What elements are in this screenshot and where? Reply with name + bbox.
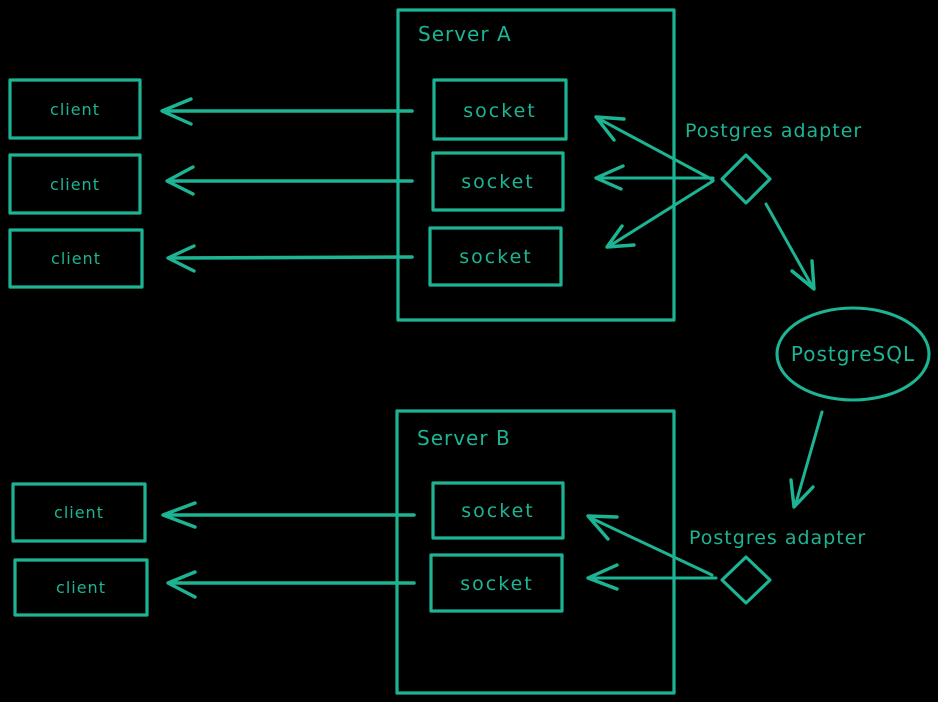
client-label: client xyxy=(50,175,100,194)
arrow-adapter-a-to-socket-a1 xyxy=(594,115,715,182)
client-label: client xyxy=(56,578,106,597)
postgres-adapter-b-diamond xyxy=(720,555,772,605)
postgresql-group: PostgreSQL xyxy=(775,306,931,402)
socket-label: socket xyxy=(463,100,536,122)
postgres-adapter-a-diamond xyxy=(720,153,772,205)
server-a-group: Server A socket socket socket xyxy=(396,8,676,322)
arrow-socket-b1-to-client-b1 xyxy=(161,501,416,529)
arrow-socket-b2-to-client-b2 xyxy=(166,570,416,599)
server-b-box xyxy=(395,409,676,695)
postgresql-label: PostgreSQL xyxy=(791,342,915,366)
socket-box xyxy=(431,481,565,540)
client-box xyxy=(11,482,147,543)
arrow-adapter-b-to-socket-b2 xyxy=(586,563,718,591)
server-a-title: Server A xyxy=(418,22,512,46)
postgres-adapter-b-label: Postgres adapter xyxy=(689,527,866,549)
socket-box xyxy=(429,553,564,613)
arrow-adapter-a-to-socket-a3 xyxy=(605,179,715,249)
client-label: client xyxy=(54,503,104,522)
socket-label: socket xyxy=(461,171,534,193)
arrow-postgresql-to-adapter-b xyxy=(789,410,824,509)
arrow-adapter-a-to-postgresql xyxy=(764,202,816,291)
socket-label: socket xyxy=(459,246,532,268)
socket-label: socket xyxy=(461,500,534,522)
client-box xyxy=(8,228,144,289)
socket-box xyxy=(431,151,565,212)
postgres-adapter-a-label: Postgres adapter xyxy=(685,120,862,142)
arrow-socket-a3-to-client-a3 xyxy=(166,244,414,273)
arrow-socket-a2-to-client-a2 xyxy=(165,165,414,196)
arrow-adapter-a-to-socket-a2 xyxy=(594,164,715,191)
arrow-socket-a1-to-client-a1 xyxy=(160,97,414,126)
socket-label: socket xyxy=(460,573,533,595)
postgresql-ellipse xyxy=(775,306,931,402)
postgres-adapter-a-group: Postgres adapter xyxy=(685,120,862,205)
client-box xyxy=(13,558,149,617)
client-label: client xyxy=(51,249,101,268)
socket-box xyxy=(432,78,568,141)
arrow-adapter-b-to-socket-b1 xyxy=(586,514,714,577)
server-a-box xyxy=(396,8,676,322)
socket-box xyxy=(428,226,563,287)
clients-a-group: client client client xyxy=(8,78,144,289)
client-box xyxy=(8,153,142,215)
client-label: client xyxy=(50,100,100,119)
server-b-title: Server B xyxy=(417,426,511,450)
client-box xyxy=(8,78,142,140)
clients-b-group: client client xyxy=(11,482,149,617)
server-b-group: Server B socket socket xyxy=(395,409,676,695)
postgres-adapter-b-group: Postgres adapter xyxy=(689,527,866,605)
